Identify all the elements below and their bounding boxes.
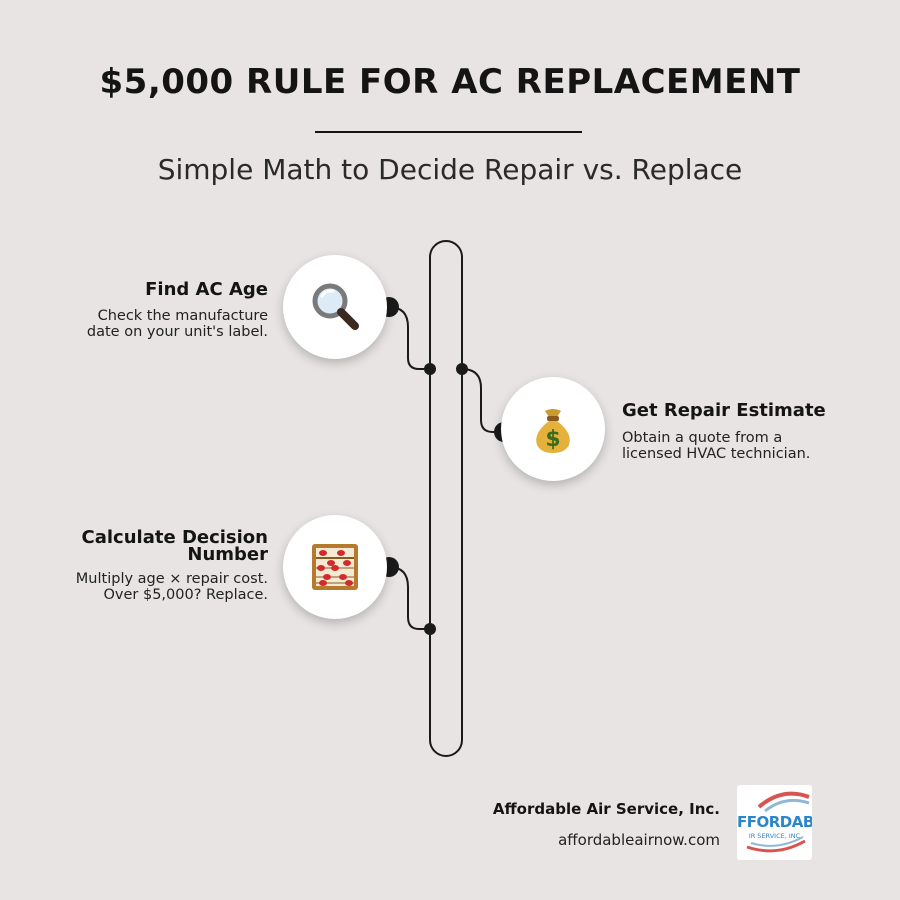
step-3-description-line-1: Multiply age × repair cost. — [75, 571, 268, 587]
step-3-title-line-2: Number — [187, 544, 268, 565]
connector-step-1 — [388, 306, 430, 370]
step-3-description-line-2: Over $5,000? Replace. — [103, 587, 269, 603]
page-subtitle: Simple Math to Decide Repair vs. Replace — [157, 153, 743, 186]
svg-text:$: $ — [545, 427, 560, 452]
company-website[interactable]: affordableairnow.com — [558, 831, 720, 849]
step-1-description-line-2: date on your unit's label. — [86, 324, 268, 340]
step-2-icon-circle: $ — [501, 377, 605, 481]
abacus-icon — [309, 541, 361, 593]
magnifying-glass-icon — [307, 279, 363, 335]
step-1-title: Find AC Age — [145, 279, 268, 300]
step-3-description: Multiply age × repair cost. Over $5,000?… — [8, 571, 268, 603]
logo-subtext: IR SERVICE, INC — [748, 832, 801, 840]
step-1-description-line-1: Check the manufacture — [97, 308, 268, 324]
step-3-title: Calculate Decision Number — [28, 527, 268, 565]
title-divider — [315, 131, 582, 133]
company-logo: FFORDABL IR SERVICE, INC — [737, 785, 812, 860]
timeline-track — [429, 240, 463, 757]
logo-text: FFORDABL — [737, 813, 812, 831]
step-2-description: Obtain a quote from a licensed HVAC tech… — [622, 430, 872, 462]
step-2-description-line-1: Obtain a quote from a — [622, 430, 783, 446]
logo-swoosh-icon — [746, 791, 810, 853]
step-1-icon-circle — [283, 255, 387, 359]
step-3-title-line-1: Calculate Decision — [81, 527, 268, 548]
step-2-title: Get Repair Estimate — [622, 400, 826, 421]
connector-step-3 — [388, 566, 430, 630]
track-dot-step-1 — [424, 363, 436, 375]
company-name: Affordable Air Service, Inc. — [492, 800, 720, 818]
step-3-icon-circle — [283, 515, 387, 619]
step-1-description: Check the manufacture date on your unit'… — [8, 308, 268, 340]
money-bag-icon: $ — [529, 403, 577, 455]
connector-step-2 — [461, 368, 504, 433]
track-dot-step-3 — [424, 623, 436, 635]
track-dot-step-2 — [456, 363, 468, 375]
step-2-description-line-2: licensed HVAC technician. — [622, 446, 811, 462]
page-title: $5,000 RULE FOR AC REPLACEMENT — [99, 62, 801, 102]
